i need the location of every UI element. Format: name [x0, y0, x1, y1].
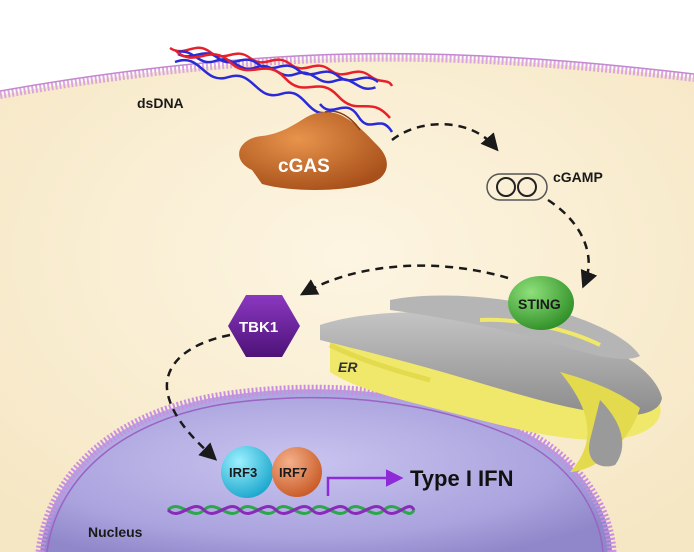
cgas-enzyme: cGAS — [239, 110, 387, 190]
tbk1-kinase: TBK1 — [228, 295, 300, 357]
pathway-arrows — [165, 123, 598, 461]
sting-protein: STING — [508, 276, 574, 330]
nuclear-dna-helix — [166, 505, 416, 515]
arrow-sting-to-tbk1 — [299, 264, 509, 296]
er-label: ER — [338, 359, 358, 375]
irf7-label: IRF7 — [279, 465, 307, 480]
irf7-factor: IRF7 — [272, 447, 322, 497]
arrow-tbk1-to-irf — [165, 333, 231, 461]
cell-membrane — [0, 53, 694, 99]
type-i-ifn-label: Type I IFN — [410, 466, 514, 491]
cgamp-molecule — [486, 173, 548, 201]
endoplasmic-reticulum: ER — [320, 295, 662, 472]
transcription-arrow — [326, 469, 404, 496]
tbk1-label: TBK1 — [239, 319, 278, 336]
dsdna-strands-angled — [174, 49, 391, 119]
nuclear-membrane — [35, 384, 617, 552]
nucleus-label: Nucleus — [88, 524, 143, 540]
dsdna-bound-strand — [319, 103, 394, 133]
arrow-cgas-to-cgamp — [391, 123, 499, 152]
irf3-label: IRF3 — [229, 465, 257, 480]
irf3-factor: IRF3 — [221, 446, 273, 498]
dsdna-label: dsDNA — [137, 95, 184, 111]
cgamp-label: cGAMP — [553, 169, 603, 185]
sting-label: STING — [518, 296, 561, 312]
cgas-label: cGAS — [278, 156, 330, 177]
arrow-cgamp-to-sting — [547, 198, 598, 289]
